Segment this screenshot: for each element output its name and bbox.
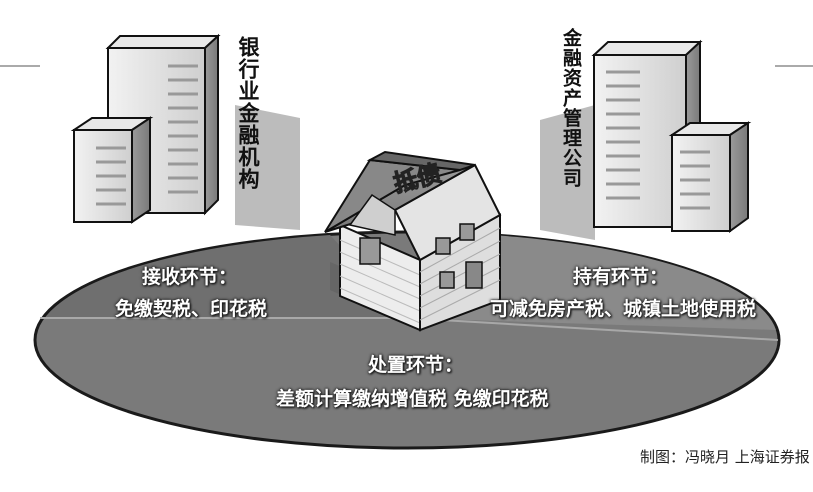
stage-dispose-detail: 差额计算缴纳增值税 免缴印花税 xyxy=(276,388,549,410)
right-building-shadow xyxy=(540,105,595,240)
stage-receive-detail: 免缴契税、印花税 xyxy=(115,298,268,320)
stage-receive-title: 接收环节： xyxy=(142,266,238,288)
stage-hold-detail: 可减免房产税、城镇土地使用税 xyxy=(490,298,757,320)
disc-sector-receive xyxy=(45,235,407,318)
divider-right xyxy=(406,317,779,341)
right-building-group xyxy=(591,39,752,233)
right-entity-label: 金融资产管理公司 xyxy=(560,28,582,188)
left-building-group xyxy=(70,33,221,224)
left-entity-label: 银行业金融机构 xyxy=(236,36,260,190)
left-building-shadow xyxy=(235,105,300,230)
credit-text: 制图：冯晓月 上海证券报 xyxy=(640,448,810,466)
stage-hold-title: 持有环节： xyxy=(573,266,669,288)
house-icon xyxy=(324,150,502,332)
stage-dispose-title: 处置环节： xyxy=(368,354,464,376)
